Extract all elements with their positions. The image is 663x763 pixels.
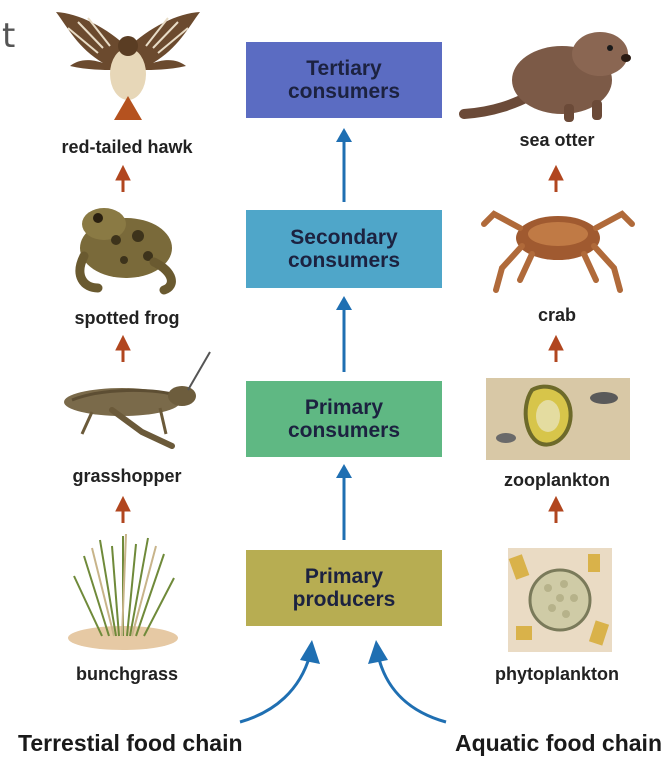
arrow-terrestrial-curve [240,655,310,722]
label-phytoplankton: phytoplankton [457,664,657,685]
otter-icon [454,14,636,126]
label-zooplankton: zooplankton [457,470,657,491]
phytoplankton-icon [508,548,612,652]
label-crab: crab [457,305,657,326]
label-bunchgrass: bunchgrass [27,664,227,685]
grasshopper-icon [52,350,212,450]
label-grasshopper: grasshopper [27,466,227,487]
zooplankton-icon [486,378,630,460]
aquatic-chain-title: Aquatic food chain [455,730,662,757]
crab-icon [478,198,638,298]
label-sea-otter: sea otter [457,130,657,151]
label-red-tailed-hawk: red-tailed hawk [27,137,227,158]
label-spotted-frog: spotted frog [27,308,227,329]
hawk-icon [48,8,208,126]
terrestrial-chain-title: Terrestial food chain [18,730,243,757]
arrow-aquatic-curve [378,655,446,722]
grass-icon [64,526,182,650]
frog-icon [64,196,184,296]
